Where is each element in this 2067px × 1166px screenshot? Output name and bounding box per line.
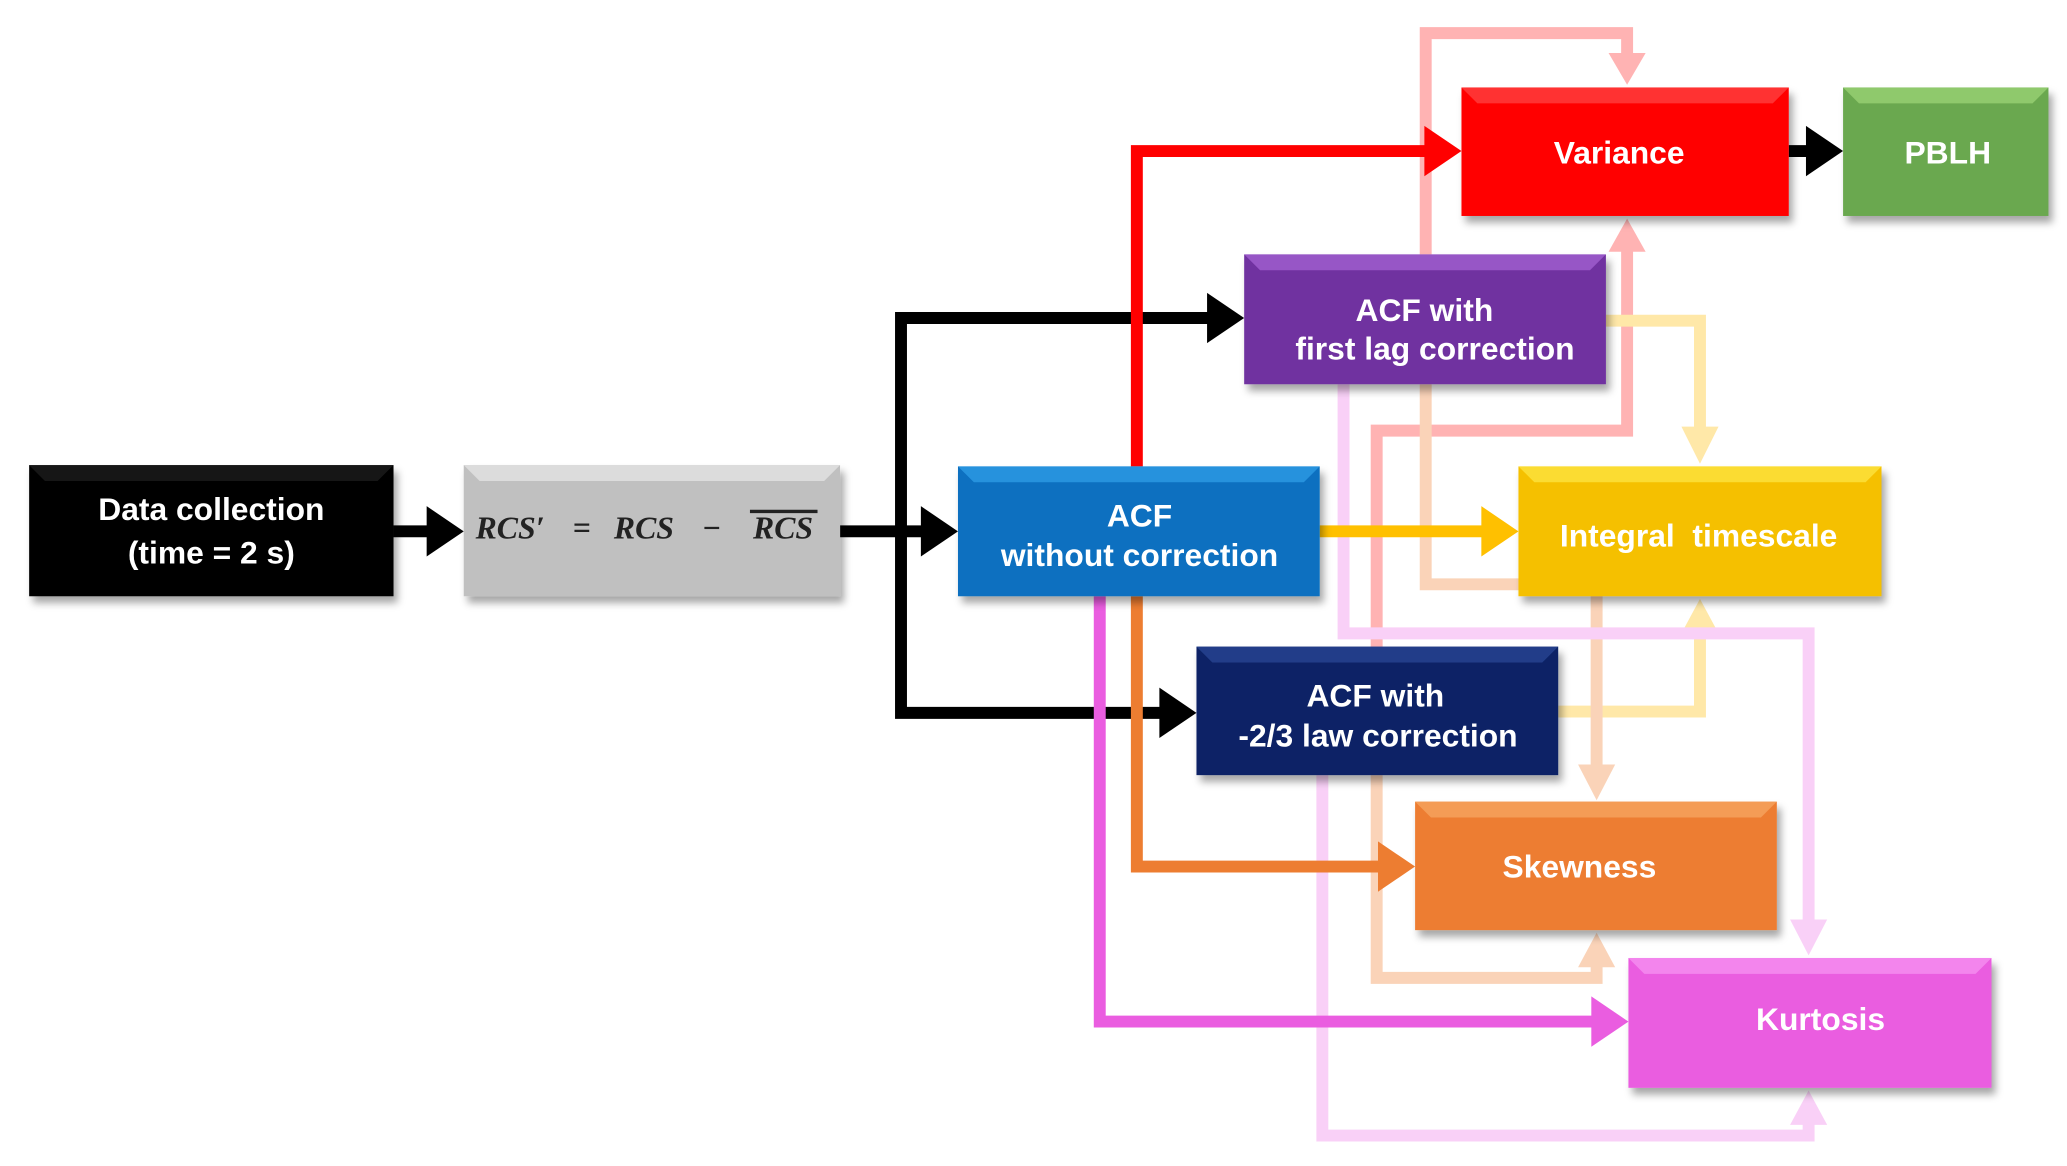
arrowhead-23-to-integral — [1681, 598, 1719, 634]
node-label: Variance — [1554, 134, 1685, 170]
connector-23-to-variance — [1370, 245, 1634, 647]
faded-connectors — [1316, 27, 1828, 1142]
arrowhead-23-to-variance — [1608, 218, 1646, 252]
arrowhead-first-lag-to-integral — [1681, 426, 1719, 464]
rcs-formula: RCS′ = RCS − RCS — [475, 511, 814, 546]
arrowhead-first-lag-to-skewness — [1578, 764, 1616, 801]
connector-acf-none-to-skewness — [1130, 596, 1382, 873]
arrowhead-23-to-kurtosis — [1790, 1090, 1828, 1125]
connector-rcs-to-acf-23 — [895, 531, 1164, 719]
node-label-line-1: ACF — [1107, 497, 1172, 533]
rcs-equals: = — [573, 511, 591, 546]
node-label-line-1: ACF with — [1306, 678, 1444, 714]
node-variance[interactable]: Variance — [1461, 87, 1789, 216]
node-data-collection[interactable]: Data collection (time = 2 s) — [29, 465, 394, 597]
node-label-line-1: ACF with — [1355, 292, 1493, 328]
arrowhead-rcs-to-acf-none — [920, 506, 958, 557]
connector-first-lag-to-integral — [1605, 314, 1706, 431]
node-acf-without-correction[interactable]: ACF without correction — [957, 466, 1320, 597]
arrowhead-acf-none-to-skewness — [1378, 841, 1416, 892]
arrowhead-acf-none-to-kurtosis — [1591, 996, 1629, 1047]
rcs-minus: − — [702, 511, 721, 546]
connector-acf-none-to-variance — [1130, 145, 1429, 467]
node-acf-first-lag[interactable]: ACF with first lag correction — [1244, 254, 1606, 385]
arrowhead-data-to-rcs — [426, 506, 464, 557]
node-acf-23-law[interactable]: ACF with -2/3 law correction — [1196, 646, 1559, 776]
node-label-line-1: Data collection — [98, 491, 324, 527]
node-label-line-2: first lag correction — [1295, 331, 1574, 367]
connector-23-to-integral — [1558, 629, 1706, 718]
node-rcs-formula[interactable]: RCS′ = RCS − RCS — [463, 465, 841, 597]
node-label-line-2: -2/3 law correction — [1238, 717, 1517, 753]
arrowhead-acf-none-to-variance — [1424, 125, 1462, 177]
node-label-line-2: (time = 2 s) — [128, 535, 295, 571]
connector-acf-none-to-kurtosis — [1093, 596, 1596, 1028]
arrowhead-rcs-to-acf-23 — [1159, 687, 1197, 739]
connector-23-to-skewness — [1370, 775, 1603, 984]
node-label: Skewness — [1503, 849, 1657, 885]
rcs-term: RCS — [613, 511, 674, 546]
arrowhead-first-lag-to-variance — [1608, 53, 1646, 85]
arrowhead-variance-to-pblh — [1805, 125, 1844, 177]
node-skewness[interactable]: Skewness — [1415, 801, 1777, 931]
rcs-prime: RCS′ — [475, 511, 545, 546]
arrowhead-acf-none-to-integral — [1481, 506, 1519, 557]
node-label: Integral timescale — [1560, 517, 1837, 553]
node-label: Kurtosis — [1756, 1001, 1885, 1037]
node-label: PBLH — [1904, 134, 1991, 170]
node-pblh[interactable]: PBLH — [1843, 87, 2049, 216]
connector-23-to-kurtosis — [1316, 775, 1815, 1142]
connector-first-lag-to-kurtosis — [1337, 384, 1815, 924]
rcs-mean-term: RCS — [752, 511, 813, 546]
connector-rcs-to-acf-first — [895, 312, 1212, 532]
arrowhead-first-lag-to-kurtosis — [1790, 919, 1828, 956]
connector-first-lag-to-skewness — [1419, 384, 1603, 769]
node-kurtosis[interactable]: Kurtosis — [1628, 957, 1992, 1088]
node-label-line-2: without correction — [1000, 537, 1278, 573]
solid-connectors — [393, 125, 1844, 1047]
node-integral-timescale[interactable]: Integral timescale — [1518, 466, 1882, 597]
arrowhead-rcs-to-acf-first — [1207, 292, 1245, 344]
arrowhead-23-to-skewness — [1578, 932, 1616, 968]
